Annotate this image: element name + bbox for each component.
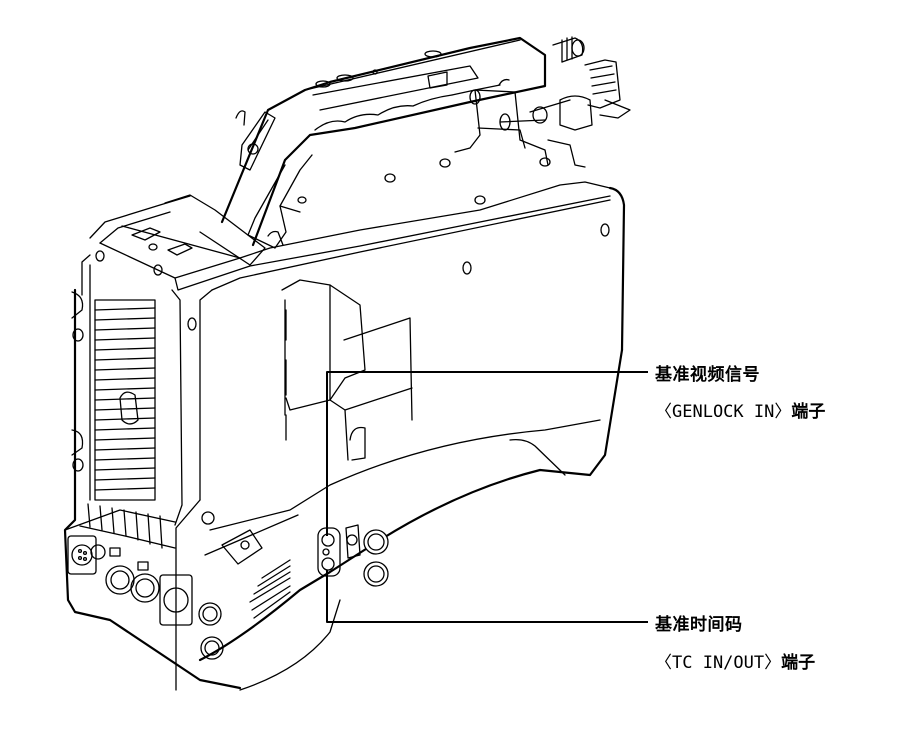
callout-leaders	[326, 371, 648, 623]
xlr-connectors	[67, 535, 193, 626]
camera-body	[63, 186, 626, 691]
callout-tc-subtitle: 〈TC IN/OUT〉端子	[655, 648, 815, 673]
vent-slots	[249, 559, 291, 619]
battery-plate-ribs	[94, 307, 156, 491]
carry-handle	[164, 36, 631, 266]
callout-genlock-port: 〈GENLOCK IN〉	[655, 402, 792, 422]
top-deck	[89, 157, 611, 291]
side-bnc-connectors	[317, 524, 389, 587]
callout-tc-suffix: 端子	[781, 653, 816, 673]
callout-genlock-suffix: 端子	[791, 402, 826, 422]
leader-genlock	[326, 371, 648, 536]
callout-genlock-subtitle: 〈GENLOCK IN〉端子	[655, 397, 825, 422]
callout-genlock-title: 基准视频信号	[655, 365, 760, 385]
callout-tc-port: 〈TC IN/OUT〉	[655, 653, 782, 673]
leader-tc	[326, 570, 648, 623]
callout-tc-title: 基准时间码	[655, 615, 743, 635]
